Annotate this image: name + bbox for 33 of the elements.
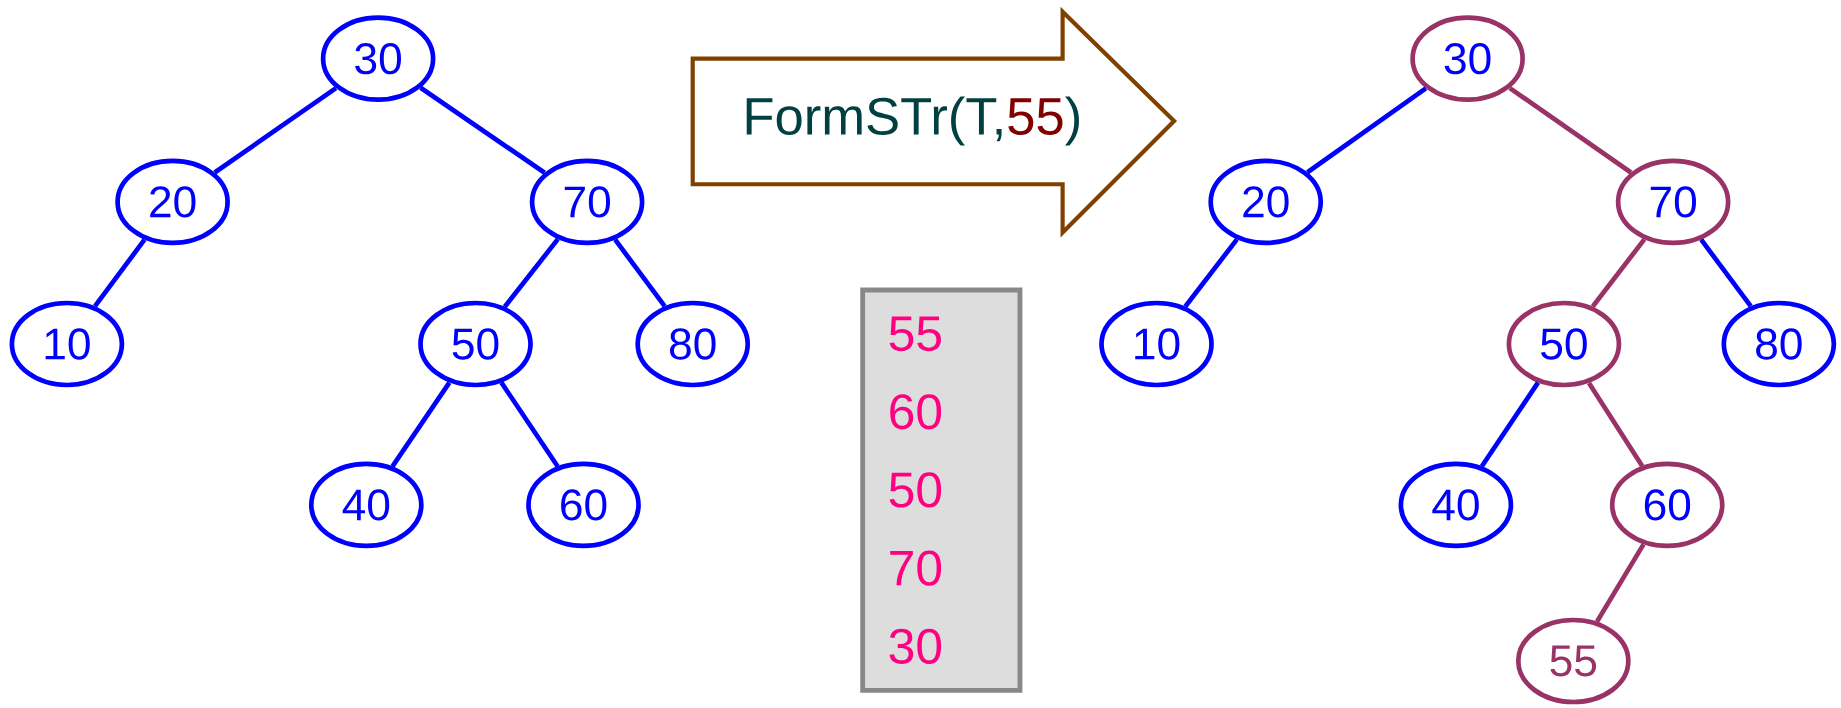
tree-node: 40 (1398, 461, 1514, 549)
list-box: 55 60 50 70 30 (860, 287, 1023, 693)
tree-node: 50 (1506, 300, 1622, 388)
tree-node: 70 (1615, 158, 1731, 246)
tree-edge (1595, 543, 1646, 623)
tree-node: 80 (635, 300, 751, 388)
tree-node: 30 (320, 15, 436, 103)
tree-node: 70 (529, 158, 645, 246)
tree-node: 60 (526, 461, 641, 549)
tree-node: 40 (308, 461, 424, 549)
tree-node: 55 (1515, 617, 1631, 705)
tree-edge (1306, 86, 1428, 175)
tree-node: 10 (9, 300, 125, 388)
tree-node: 80 (1721, 300, 1837, 388)
tree-edge (93, 238, 147, 308)
tree-node: 20 (115, 158, 230, 246)
tree-edge (1699, 238, 1753, 308)
tree-node: 50 (418, 300, 533, 388)
tree-edge (1587, 381, 1645, 468)
tree-edge (390, 381, 452, 468)
tree-edge (213, 86, 338, 175)
tree-edge (1590, 237, 1647, 308)
tree-edge (419, 85, 546, 175)
tree-node: 20 (1208, 158, 1324, 246)
tree-edge (502, 237, 560, 309)
tree-edge (1183, 237, 1239, 308)
tree-edge (613, 238, 667, 308)
tree-node: 30 (1410, 15, 1525, 103)
tree-node: 60 (1609, 461, 1725, 549)
tree-edge (499, 381, 560, 468)
tree-edge (1508, 86, 1633, 175)
tree-edge (1479, 381, 1540, 468)
tree-node: 10 (1099, 300, 1214, 388)
